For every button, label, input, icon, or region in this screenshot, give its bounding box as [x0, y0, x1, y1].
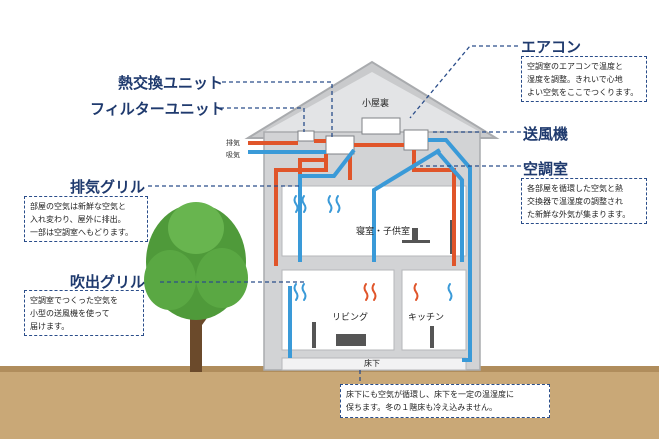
underfloor-note-line: 保ちます。冬の１階床も冷え込みません。: [346, 403, 497, 412]
furniture: [312, 220, 452, 348]
outlet-grille-note-line: 小型の送風機を使って: [30, 309, 110, 318]
outlet-grille-label: 吹出グリル: [70, 273, 146, 291]
room-kitchen: キッチン: [408, 313, 445, 323]
exhaust-grille-note-line: 一部は空調室へもどります。: [30, 228, 134, 237]
room-living: リビング: [332, 313, 369, 323]
outlet-grille-note: 空調室でつくった空気を 小型の送風機を使って 届けます。: [24, 290, 144, 336]
exhaust-small-label: 排気: [226, 139, 240, 147]
blower-label: 送風機: [523, 125, 569, 143]
underfloor-note: 床下にも空気が循環し、床下を一定の温湿度に 保ちます。冬の１階床も冷え込みません…: [340, 384, 550, 418]
aircon-note: 空調室のエアコンで温度と 湿度を調整。きれいで心地 よい空気をここでつくります。: [521, 56, 647, 102]
aircon-note-line: 空調室のエアコンで温度と: [527, 62, 623, 71]
room-bedroom: 寝室・子供室: [356, 227, 411, 237]
aircon-unit: [361, 117, 401, 135]
leader-lines: [148, 45, 521, 384]
return-ducts: [248, 139, 456, 266]
aircon-note-line: よい空気をここでつくります。: [527, 88, 639, 97]
exhaust-grille-note-line: 入れ変わり、屋外に排出。: [30, 215, 126, 224]
heat-exchanger-unit: [325, 135, 355, 155]
intake-small-label: 吸気: [226, 151, 240, 159]
ac-room-note: 各部屋を循環した空気と熱 交換器で温湿度の調整され た新鮮な外気が集まります。: [521, 178, 647, 224]
aircon-label: エアコン: [521, 38, 582, 56]
ground: [0, 370, 659, 439]
underfloor-note-line: 床下にも空気が循環し、床下を一定の温湿度に: [346, 390, 514, 399]
outlet-grille-note-line: 届けます。: [30, 322, 70, 331]
supply-ducts: [248, 138, 472, 362]
exhaust-grille-note-line: 部屋の空気は新鮮な空気と: [30, 202, 126, 211]
ac-room-label: 空調室: [523, 160, 569, 178]
ac-room-note-line: た新鮮な外気が集まります。: [527, 210, 631, 219]
outlet-grille-note-line: 空調室でつくった空気を: [30, 296, 118, 305]
exhaust-grille-label: 排気グリル: [70, 178, 146, 196]
aircon-note-line: 湿度を調整。きれいで心地: [527, 75, 623, 84]
ac-room-note-line: 各部屋を循環した空気と熱: [527, 184, 623, 193]
air-arrows: [293, 195, 453, 301]
exhaust-grille-note: 部屋の空気は新鮮な空気と 入れ変わり、屋外に排出。 一部は空調室へもどります。: [24, 196, 148, 242]
room-underfloor: 床下: [364, 359, 380, 368]
filter-unit-label: フィルターユニット: [90, 100, 225, 118]
room-attic: 小屋裏: [362, 99, 390, 109]
filter-unit: [297, 130, 315, 142]
ac-room-box: [403, 129, 429, 151]
tree: [144, 202, 248, 372]
ac-room-note-line: 交換器で温湿度の調整され: [527, 197, 623, 206]
heat-exchanger-label: 熱交換ユニット: [118, 74, 224, 92]
